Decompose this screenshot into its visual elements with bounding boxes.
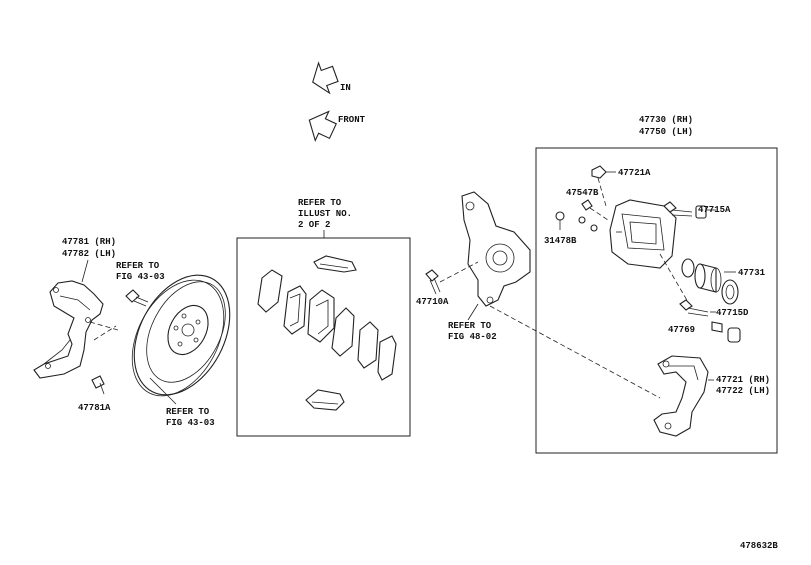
dust-shield: [33, 280, 104, 379]
refer-hub-line2: FIG 43-03: [116, 272, 165, 282]
caliper-title-lh: 47750 (LH): [639, 127, 693, 137]
guide-pin-dash-line: [659, 253, 689, 303]
caliper-title-rh: 47730 (RH): [639, 115, 693, 125]
knuckle-dash-line: [439, 261, 479, 283]
bleeder-plug-icon: [591, 165, 607, 179]
shield-dash-line: [89, 321, 119, 331]
boot-part-icon: [711, 321, 723, 333]
refer-knuckle-line2: FIG 48-02: [448, 332, 497, 342]
bleeder-cap-icon: [581, 199, 593, 211]
pad-clip-bottom: [305, 389, 345, 411]
pad-shim-3: [377, 335, 397, 381]
piston-seal-icon: [681, 258, 695, 278]
mounting-lh-label: 47722 (LH): [716, 386, 770, 396]
pad-box-line2: ILLUST NO.: [298, 209, 352, 219]
front-label: FRONT: [338, 115, 366, 125]
steering-knuckle: [461, 191, 531, 307]
union-bolt-icon: [555, 211, 598, 232]
union-bolt-label: 31478B: [544, 236, 577, 246]
caliper-box: [535, 147, 778, 454]
piston-icon: [694, 263, 722, 293]
bleeder-plug-label: 47721A: [618, 168, 651, 178]
shield-bolt-icon: [91, 375, 105, 395]
boot-label: 47769: [668, 325, 695, 335]
diagram-id: 478632B: [740, 541, 778, 551]
disc-leader-line: [149, 377, 177, 405]
pad-shim-2: [357, 321, 379, 369]
caliper-mounting: [653, 355, 709, 437]
knuckle-to-mounting-dash: [489, 305, 661, 399]
piston-boot-icon: [721, 279, 739, 305]
in-arrow-icon: [312, 61, 339, 95]
pad-kit-box: [236, 237, 411, 437]
refer-hub-line1: REFER TO: [116, 261, 160, 271]
shield-lh-label: 47782 (LH): [62, 249, 116, 259]
pad-box-line3: 2 OF 2: [298, 220, 330, 230]
shield-leader-line: [81, 259, 89, 283]
front-arrow-icon: [308, 110, 337, 143]
pad-3: [331, 307, 355, 357]
guide-boot-icon: [727, 327, 741, 343]
guide-pin-boot-a: [695, 205, 707, 219]
bleeder-cap-label: 47547B: [566, 188, 599, 198]
cap-dash-line: [589, 207, 609, 221]
inner-pad: [283, 285, 307, 335]
refer-disc-line2: FIG 43-03: [166, 418, 215, 428]
knuckle-bolt-icon: [425, 269, 441, 295]
refer-knuckle-line1: REFER TO: [448, 321, 492, 331]
guide-pin-d-label: 47715D: [716, 308, 749, 318]
pad-clip-top: [313, 255, 357, 273]
guide-pin-a-label: 47715A: [698, 205, 731, 215]
in-label: IN: [340, 83, 351, 93]
mounting-rh-label: 47721 (RH): [716, 375, 770, 385]
outer-pad: [307, 289, 335, 343]
hub-bolt-icon: [125, 289, 149, 307]
shield-bolt-label: 47781A: [78, 403, 111, 413]
guide-pin-a-icon: [663, 201, 693, 217]
shield-dash-line-2: [93, 325, 117, 341]
knuckle-bolt-label: 47710A: [416, 297, 449, 307]
brake-disc: [131, 274, 231, 397]
piston-label: 47731: [738, 268, 766, 278]
caliper-body: [609, 199, 677, 269]
bleeder-dash-line: [597, 177, 607, 207]
anti-squeal-shim: [257, 269, 283, 313]
knuckle-leader-line: [467, 303, 479, 321]
guide-pin-d-icon: [679, 299, 709, 317]
refer-disc-line1: REFER TO: [166, 407, 210, 417]
shield-rh-label: 47781 (RH): [62, 237, 116, 247]
pad-box-line1: REFER TO: [298, 198, 342, 208]
